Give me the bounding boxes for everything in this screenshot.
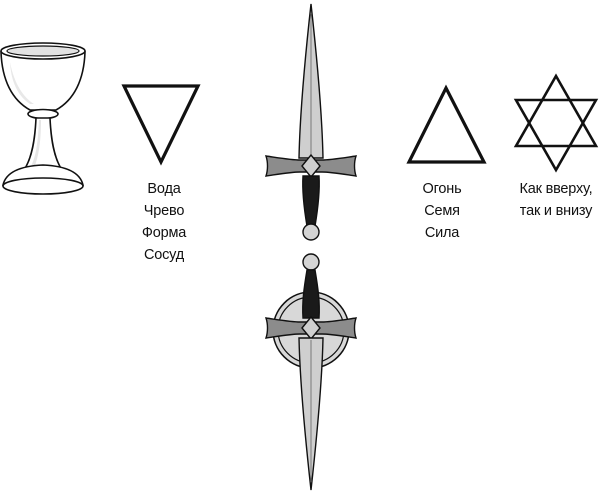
star-label-1: Как вверху, (519, 181, 593, 197)
water-label-3: Форма (141, 225, 187, 241)
chalice-icon (0, 42, 86, 195)
fire-labels: Огонь Семя Сила (400, 178, 484, 244)
water-label-1: Вода (147, 181, 181, 197)
water-label-4: Сосуд (143, 247, 184, 263)
sword-icon (264, 3, 358, 241)
star-label-2: так и внизу (519, 203, 593, 219)
fire-label-1: Огонь (422, 181, 462, 197)
water-label-2: Чрево (143, 203, 185, 219)
star-labels: Как вверху, так и внизу (504, 178, 602, 222)
water-labels: Вода Чрево Форма Сосуд (122, 178, 206, 266)
water-triangle-icon (121, 84, 201, 166)
fire-triangle-icon (406, 84, 487, 164)
fire-label-3: Сила (424, 225, 460, 241)
fire-label-2: Семя (424, 203, 460, 219)
sword-icon (264, 253, 358, 491)
hexagram-icon (513, 73, 599, 173)
